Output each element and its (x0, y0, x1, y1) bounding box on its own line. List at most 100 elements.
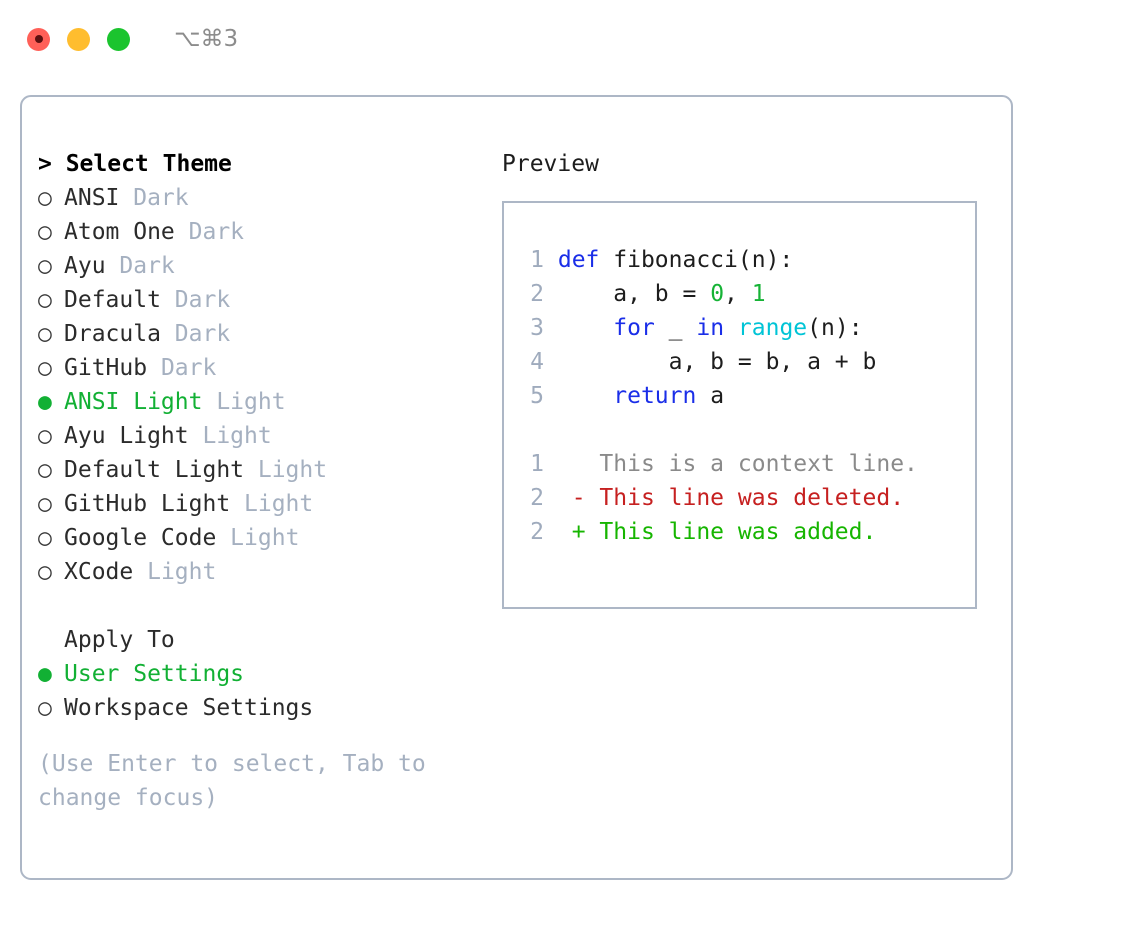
code-token: return (613, 383, 697, 409)
radio-unselected-icon[interactable]: ○ (38, 219, 52, 245)
code-token: _ (654, 315, 697, 341)
code-line: 2 a, b = 0, 1 (520, 277, 975, 311)
radio-unselected-icon[interactable]: ○ (38, 457, 52, 483)
theme-name-label: Google Code (64, 525, 217, 551)
apply-to-item[interactable]: ●User Settings (38, 657, 478, 691)
code-token: a, b = b, a + b (557, 349, 877, 375)
line-number: 2 (530, 519, 544, 545)
code-token: a, b = (557, 281, 711, 307)
diff-marker (572, 451, 586, 477)
line-number: 2 (530, 281, 544, 307)
close-button[interactable] (27, 27, 50, 51)
diff-text: This line was added. (585, 519, 877, 545)
code-line: 5 return a (520, 379, 975, 413)
radio-unselected-icon[interactable]: ○ (38, 559, 52, 585)
apply-to-item[interactable]: ○ Workspace Settings (38, 691, 478, 725)
line-number: 2 (530, 485, 544, 511)
theme-name-label: ANSI (64, 185, 120, 211)
theme-list-item[interactable]: ○ Google Code Light (38, 521, 478, 555)
preview-pane: Preview 1 def fibonacci(n):2 a, b = 0, 1… (502, 147, 1002, 609)
maximize-button[interactable] (107, 27, 130, 51)
window-titlebar: ⌥⌘3 (0, 0, 1140, 78)
radio-unselected-icon[interactable]: ○ (38, 253, 52, 279)
theme-list-item[interactable]: ● ANSI Light Light (38, 385, 478, 419)
radio-selected-icon[interactable]: ● (38, 389, 52, 415)
theme-picker-pane: > Select Theme ○ANSI Dark○Atom One Dark○… (38, 147, 478, 815)
theme-variant-label: Light (188, 423, 272, 449)
code-token (558, 315, 613, 341)
theme-list-item[interactable]: ○ Dracula Dark (38, 317, 478, 351)
diff-marker: - (571, 485, 586, 511)
radio-unselected-icon[interactable]: ○ (38, 355, 52, 381)
theme-variant-label: Dark (174, 219, 245, 245)
theme-variant-label: Dark (105, 253, 175, 279)
diff-sample: 1 This is a context line.2 - This line w… (520, 447, 975, 549)
theme-variant-label: Dark (147, 355, 217, 381)
theme-list-item[interactable]: ○Ayu Dark (38, 249, 478, 283)
radio-unselected-icon[interactable]: ○ (38, 185, 52, 211)
code-token: in (696, 315, 725, 341)
radio-unselected-icon[interactable]: ○ (38, 423, 52, 449)
code-diff-gap (520, 413, 975, 447)
line-number: 1 (530, 451, 544, 477)
radio-unselected-icon[interactable]: ○ (38, 321, 52, 347)
theme-variant-label: Light (216, 525, 300, 551)
radio-unselected-icon[interactable]: ○ (38, 525, 52, 551)
theme-name-label: Dracula (64, 321, 161, 347)
diff-line: 2 - This line was deleted. (520, 481, 975, 515)
apply-to-list: ●User Settings ○ Workspace Settings (38, 657, 478, 725)
theme-name-label: GitHub (64, 355, 148, 381)
code-token: a (696, 383, 725, 409)
theme-variant-label: Light (133, 559, 217, 585)
apply-to-header: Apply To (38, 623, 478, 657)
radio-selected-icon[interactable]: ● (38, 661, 52, 687)
apply-to-label: Workspace Settings (64, 695, 314, 721)
theme-list-item[interactable]: ○ Default Light Light (38, 453, 478, 487)
theme-variant-label: Light (202, 389, 286, 415)
theme-name-label: XCode (64, 559, 134, 585)
theme-variant-label: Dark (119, 185, 189, 211)
theme-variant-label: Dark (160, 321, 231, 347)
theme-picker-header: > Select Theme (38, 151, 232, 177)
code-token (558, 383, 613, 409)
diff-text: This is a context line. (585, 451, 918, 477)
code-token: , (724, 281, 752, 307)
theme-list-item[interactable]: ○ Ayu Light Light (38, 419, 478, 453)
radio-unselected-icon[interactable]: ○ (38, 695, 52, 721)
main-card: > Select Theme ○ANSI Dark○Atom One Dark○… (20, 95, 1013, 880)
code-line: 4 a, b = b, a + b (520, 345, 975, 379)
preview-title: Preview (502, 151, 599, 177)
theme-variant-label: Light (230, 491, 314, 517)
radio-unselected-icon[interactable]: ○ (38, 287, 52, 313)
radio-unselected-icon[interactable]: ○ (38, 491, 52, 517)
theme-list-item[interactable]: ○ Atom One Dark (38, 215, 478, 249)
code-line: 3 for _ in range(n): (520, 311, 975, 345)
theme-list-item[interactable]: ○GitHub Light Light (38, 487, 478, 521)
code-token: range (737, 315, 808, 341)
theme-list: ○ANSI Dark○Atom One Dark○Ayu Dark○Defaul… (38, 181, 478, 589)
list-spacer (38, 589, 478, 623)
code-line: 1 def fibonacci(n): (520, 243, 975, 277)
code-token: 0 (710, 281, 725, 307)
code-token: for (613, 315, 655, 341)
theme-list-item[interactable]: ○ ANSI Dark (38, 181, 478, 215)
theme-variant-label: Light (244, 457, 328, 483)
diff-marker: + (571, 519, 586, 545)
theme-list-item[interactable]: ○ GitHub Dark (38, 351, 478, 385)
minimize-button[interactable] (67, 27, 90, 51)
diff-line: 1 This is a context line. (520, 447, 975, 481)
theme-variant-label: Dark (160, 287, 231, 313)
theme-name-label: Atom One (64, 219, 175, 245)
theme-name-label: Default (64, 287, 161, 313)
line-number: 3 (530, 315, 544, 341)
theme-list-item[interactable]: ○ Default Dark (38, 283, 478, 317)
code-token: fibonacci(n): (599, 247, 794, 273)
line-number: 5 (530, 383, 544, 409)
keyboard-shortcut-label: ⌥⌘3 (174, 26, 239, 52)
line-number: 4 (530, 349, 544, 375)
theme-name-label: Ayu Light (64, 423, 189, 449)
theme-name-label: Default Light (64, 457, 245, 483)
code-token (724, 315, 738, 341)
theme-name-label: ANSI Light (64, 389, 203, 415)
theme-list-item[interactable]: ○ XCode Light (38, 555, 478, 589)
